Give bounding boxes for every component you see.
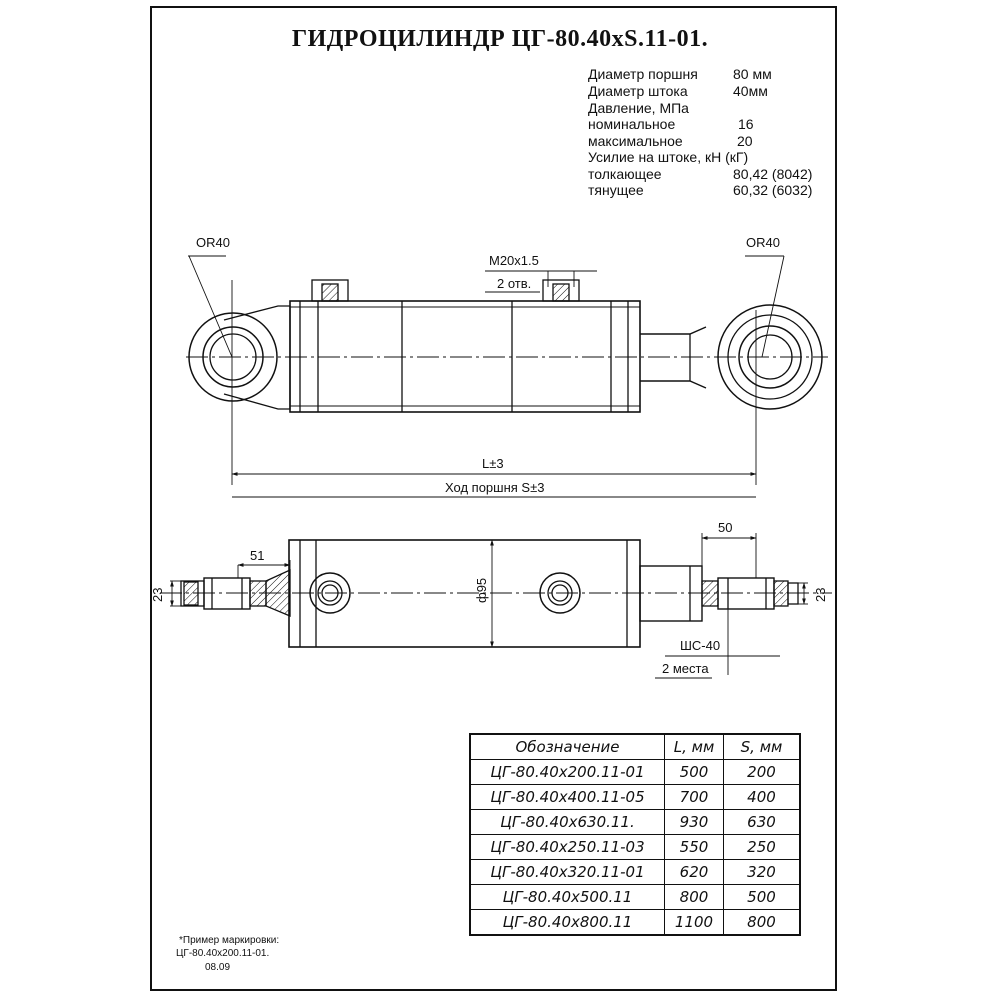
spec-label: Диаметр поршня (588, 66, 698, 82)
side-view (186, 255, 828, 498)
port-boss-left (309, 572, 351, 614)
left-eye-pin (203, 577, 251, 610)
thread-label: M20x1.5 (489, 253, 539, 268)
table-cell: ЦГ-80.40х400.11-05 (469, 784, 665, 810)
table-cell: ЦГ-80.40х800.11 (469, 909, 665, 936)
cylinder-barrel (289, 300, 641, 413)
left-flange (265, 568, 291, 617)
table-header: L, мм (664, 733, 724, 760)
spec-value: 80 мм (733, 66, 772, 82)
table-cell: 500 (664, 759, 724, 785)
top-view (160, 533, 832, 679)
eye-width-label-left: 23 (150, 587, 165, 602)
radius-label-right: OR40 (746, 235, 780, 250)
port-boss-right (539, 572, 581, 614)
radius-leader-right (761, 255, 785, 358)
right-eye-hatch (701, 580, 719, 607)
right-eye-outer (717, 304, 823, 410)
table-header: Обозначение (469, 733, 665, 760)
drawing-title: ГИДРОЦИЛИНДР ЦГ-80.40хS.11-01. (291, 26, 709, 52)
table-cell: 620 (664, 859, 724, 885)
spec-value: 40мм (733, 83, 768, 99)
rod-top (639, 565, 703, 622)
spec-label: номинальное (588, 116, 676, 132)
table-cell: ЦГ-80.40х200.11-01 (469, 759, 665, 785)
marking-note-title: *Пример маркировки: (179, 935, 280, 946)
left-eye-outer (188, 312, 278, 402)
left-end-hatch (183, 581, 199, 606)
variants-table: Обозначение L, мм S, мм ЦГ-80.40х200.11-… (469, 733, 801, 936)
port-hole-right-inner (551, 584, 569, 602)
spec-value: 60,32 (6032) (733, 182, 813, 198)
table-cell: ЦГ-80.40х320.11-01 (469, 859, 665, 885)
table-cell: 500 (723, 884, 801, 910)
table-cell: 700 (664, 784, 724, 810)
right-eye-bushing (738, 325, 802, 389)
spec-label: Диаметр штока (588, 83, 688, 99)
spec-value: 16 (738, 116, 754, 132)
piston-rod (640, 326, 707, 389)
eye-length-label: 51 (250, 548, 265, 563)
port-hole-left-inner (321, 584, 339, 602)
length-label: L±3 (482, 456, 504, 471)
port-hole-right (547, 580, 573, 606)
table-cell: 200 (723, 759, 801, 785)
rod-end-label: 50 (718, 520, 733, 535)
table-cell: 400 (723, 784, 801, 810)
table-cell: 800 (664, 884, 724, 910)
left-eye-bushing (202, 326, 264, 388)
spec-value: 20 (737, 133, 753, 149)
marking-note-code: ЦГ-80.40х200.11-01. (176, 948, 270, 959)
diameter-label: ф95 (474, 577, 489, 603)
table-cell: ЦГ-80.40х250.11-03 (469, 834, 665, 860)
port-left-thread (321, 283, 339, 302)
spec-label: Усилие на штоке, кН (кГ) (588, 149, 749, 165)
spec-label: толкающее (588, 166, 662, 182)
right-end-stub (787, 582, 799, 605)
port-count-label: 2 отв. (497, 276, 532, 291)
left-eye-hatch (249, 580, 267, 607)
table-cell: 930 (664, 809, 724, 835)
stroke-label: Ход поршня S±3 (445, 480, 545, 495)
table-header-row: Обозначение L, мм S, мм (469, 733, 801, 760)
spec-label: Давление, МПа (588, 100, 689, 116)
drawing-frame (150, 6, 837, 991)
left-eye-bore (209, 333, 257, 381)
table-cell: 320 (723, 859, 801, 885)
radius-leader-left (188, 255, 233, 358)
bearing-label: ШС-40 (680, 638, 721, 653)
port-right-thread (552, 283, 570, 302)
table-cell: 250 (723, 834, 801, 860)
table-cell: 550 (664, 834, 724, 860)
marking-note-date: 08.09 (205, 962, 231, 973)
table-cell: 630 (723, 809, 801, 835)
right-eye-bore (747, 334, 793, 380)
table-cell: ЦГ-80.40х500.11 (469, 884, 665, 910)
bearing-count-label: 2 места (662, 661, 709, 676)
radius-label-left: OR40 (196, 235, 230, 250)
right-end-hatch (773, 580, 789, 607)
eye-width-label-right: 23 (813, 587, 828, 602)
spec-label: тянущее (588, 182, 644, 198)
spec-value: 80,42 (8042) (733, 166, 813, 182)
table-cell: ЦГ-80.40х630.11. (469, 809, 665, 835)
port-hole-left (317, 580, 343, 606)
spec-label: максимальное (588, 133, 683, 149)
table-cell: 1100 (664, 909, 724, 936)
right-eye-ring (727, 314, 813, 400)
table-cell: 800 (723, 909, 801, 936)
table-header: S, мм (723, 733, 801, 760)
